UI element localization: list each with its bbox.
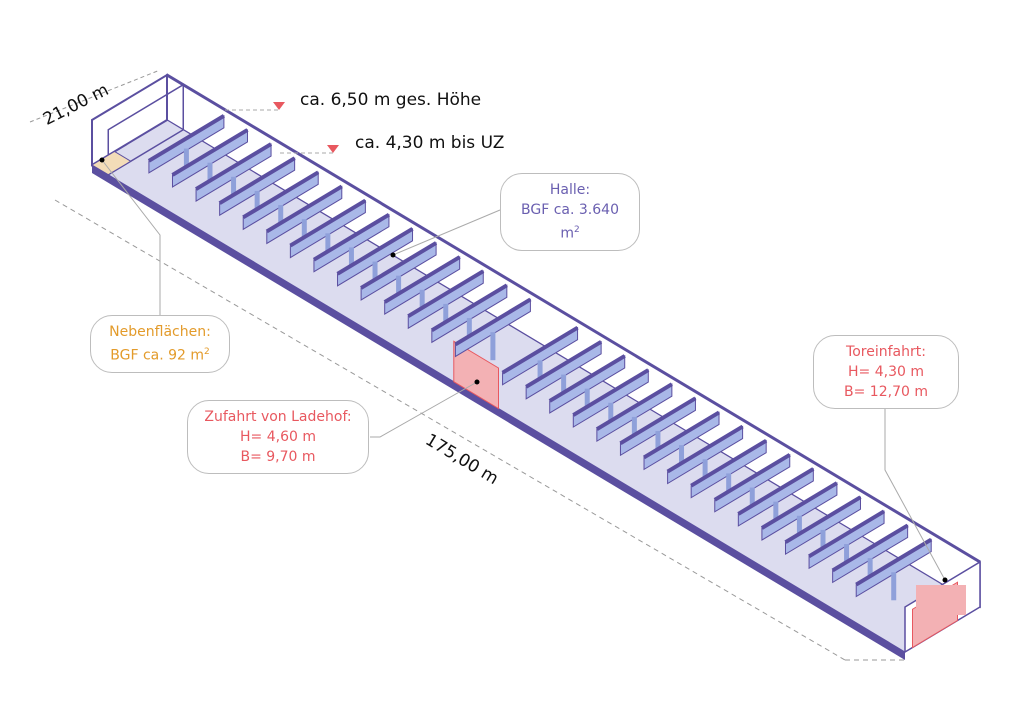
roof-beam-top (690, 438, 768, 488)
total-height-marker-icon (273, 102, 285, 110)
gate-title: Toreinfahrt: (846, 344, 926, 360)
roof-beam-top (501, 325, 579, 375)
yard-access-label: Zufahrt von Ladehof: H= 4,60 m B= 9,70 m (187, 400, 369, 474)
roof-beam-top (195, 142, 273, 191)
hall-label: Halle: BGF ca. 3.640 m2 (500, 173, 640, 251)
side-leader (101, 159, 161, 318)
roof-beam-top (289, 198, 367, 248)
gate-width: B= 12,70 m (844, 384, 928, 400)
roof-beam-top (265, 184, 343, 234)
yard-title: Zufahrt von Ladehof: (204, 409, 352, 425)
roof-beam-top (760, 481, 838, 530)
roof-beam-top (171, 128, 249, 177)
roof-beam-top (407, 269, 485, 318)
roof-beam-top (808, 509, 886, 558)
roof-beam-top (360, 241, 438, 290)
roof-beam-top (525, 340, 603, 389)
roof-beam-top (784, 495, 862, 544)
gate-height: H= 4,30 m (848, 364, 924, 380)
clear-height-label: ca. 4,30 m bis UZ (355, 133, 505, 153)
hall-title: Halle: (549, 182, 591, 198)
roof-beam-top (548, 354, 626, 403)
roof-beam-top (666, 424, 744, 474)
marker-dot (99, 157, 105, 163)
width-dimension-line (29, 69, 161, 123)
roof-beam-top (312, 212, 390, 262)
marker-dot (474, 379, 480, 385)
hall-leader (392, 209, 501, 256)
roof-beam-top (831, 523, 909, 573)
roof-beam-top (454, 297, 532, 347)
side-title: Nebenflächen: (109, 324, 211, 340)
side-room-floor (91, 150, 132, 176)
roof-beam-top (572, 368, 650, 417)
roof-beam-top (147, 114, 225, 163)
yard-height: H= 4,60 m (240, 429, 316, 445)
roof-beam-top (218, 156, 296, 205)
roof-beam-top (242, 170, 320, 220)
roof-beam-top (336, 227, 414, 276)
side-area: BGF ca. 92 m (110, 347, 205, 364)
clear-height-marker-icon (327, 145, 339, 153)
roof-beam-top (430, 283, 508, 333)
hall-area: BGF ca. 3.640 m (521, 202, 619, 242)
roof-beam-top (737, 467, 815, 516)
roof-beam-top (855, 537, 933, 587)
roof-beam-top (619, 396, 697, 446)
yard-leader (370, 381, 478, 438)
yard-access-door (453, 340, 499, 410)
gate-opening (916, 585, 966, 615)
roof-beam-top (713, 453, 791, 502)
roof-beam-top (595, 382, 673, 431)
front-base-slab (92, 165, 905, 660)
roof-beam-top (383, 255, 461, 304)
total-height-label: ca. 6,50 m ges. Höhe (300, 90, 482, 110)
back-wall-top-edge (166, 73, 981, 564)
hall-area-unit: 2 (573, 225, 580, 235)
side-area-unit: 2 (204, 347, 210, 357)
yard-width: B= 9,70 m (240, 449, 316, 465)
marker-dot (942, 577, 948, 583)
marker-dot (390, 252, 396, 258)
gate-label: Toreinfahrt: H= 4,30 m B= 12,70 m (813, 335, 959, 409)
side-areas-label: Nebenflächen: BGF ca. 92 m2 (90, 315, 230, 373)
roof-beam-top (642, 410, 721, 460)
